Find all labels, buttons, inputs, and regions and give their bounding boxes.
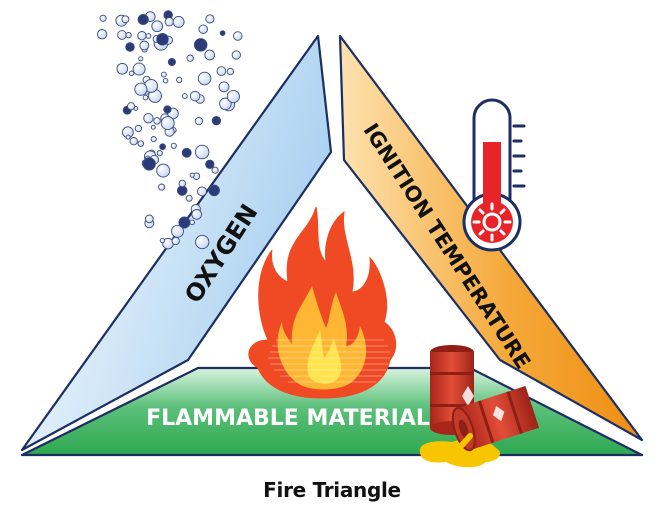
thermometer-icon [462, 98, 526, 252]
flame-icon [248, 206, 397, 399]
diagram-caption: Fire Triangle [263, 478, 401, 502]
flammable-material-label: FLAMMABLE MATERIAL [146, 406, 430, 431]
barrel-icon [419, 345, 540, 468]
bubbles-icon [96, 10, 243, 250]
